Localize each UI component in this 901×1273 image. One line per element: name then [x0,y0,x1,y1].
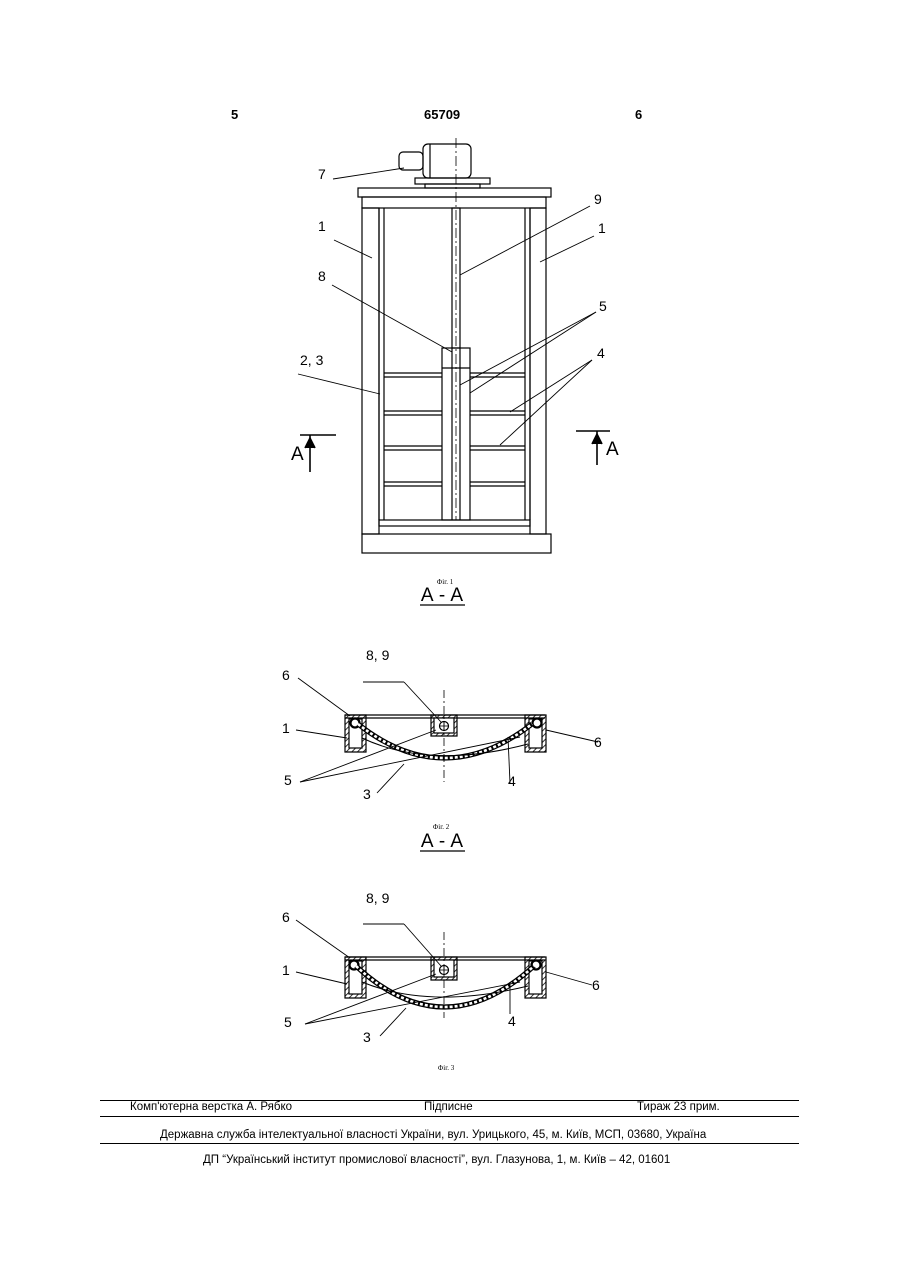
figure-1-labels: 7 9 1 1 8 5 2, 3 4 A A Фіг. 1 [291,166,619,586]
figure-3-labels: 8, 9 6 1 6 5 3 4 Фіг. 3 [282,890,600,1072]
crossbars [384,373,525,486]
label-ribs: 5 [284,772,292,788]
label-blade: 3 [363,1029,371,1045]
figure-2-title: А - А [421,585,464,606]
footer-circulation: Тираж 23 прим. [637,1101,720,1113]
label-seal-left: 6 [282,667,290,683]
footer-rule-middle [100,1116,799,1117]
label-seal-left: 6 [282,909,290,925]
label-frame-left: 1 [318,218,326,234]
figure-2 [296,678,598,793]
figure-2-caption: Фіг. 2 [433,823,450,831]
section-mark-left [300,435,336,472]
footer-subscription: Підписне [424,1101,473,1113]
figure-1 [298,138,610,553]
footer-rule-bottom [100,1143,799,1144]
label-frame: 1 [282,720,290,736]
frame-column-right [530,208,546,534]
label-shaft: 8, 9 [366,890,390,906]
figure-3-caption: Фіг. 3 [438,1064,455,1072]
label-drive: 7 [318,166,326,182]
footer-agency: Державна служба інтелектуальної власност… [160,1129,706,1141]
section-letter-left: A [291,444,304,465]
figure-2-labels: 8, 9 6 1 6 5 3 4 Фіг. 2 [282,647,602,831]
label-crossbar: 4 [508,1013,516,1029]
label-panels: 2, 3 [300,352,324,368]
figure-3-title: А - А [421,831,464,852]
label-crossbars: 4 [597,345,605,361]
label-ribs: 5 [599,298,607,314]
section-mark-right [576,431,610,465]
label-blade: 3 [363,786,371,802]
base-plate [362,534,551,553]
label-sleeve: 8 [318,268,326,284]
footer-layout: Комп'ютерна верстка А. Рябко [130,1101,292,1113]
label-frame: 1 [282,962,290,978]
label-shaft: 8, 9 [366,647,390,663]
label-crossbar: 4 [508,773,516,789]
label-seal-right: 6 [592,977,600,993]
top-plate [358,188,551,197]
section-letter-right: A [606,439,619,460]
label-ribs: 5 [284,1014,292,1030]
footer-institute: ДП “Український інститут промислової вла… [203,1154,670,1166]
label-seal-right: 6 [594,734,602,750]
figure-3 [296,920,592,1036]
drive-motor [399,138,490,520]
label-shaft: 9 [594,191,602,207]
label-frame-right: 1 [598,220,606,236]
